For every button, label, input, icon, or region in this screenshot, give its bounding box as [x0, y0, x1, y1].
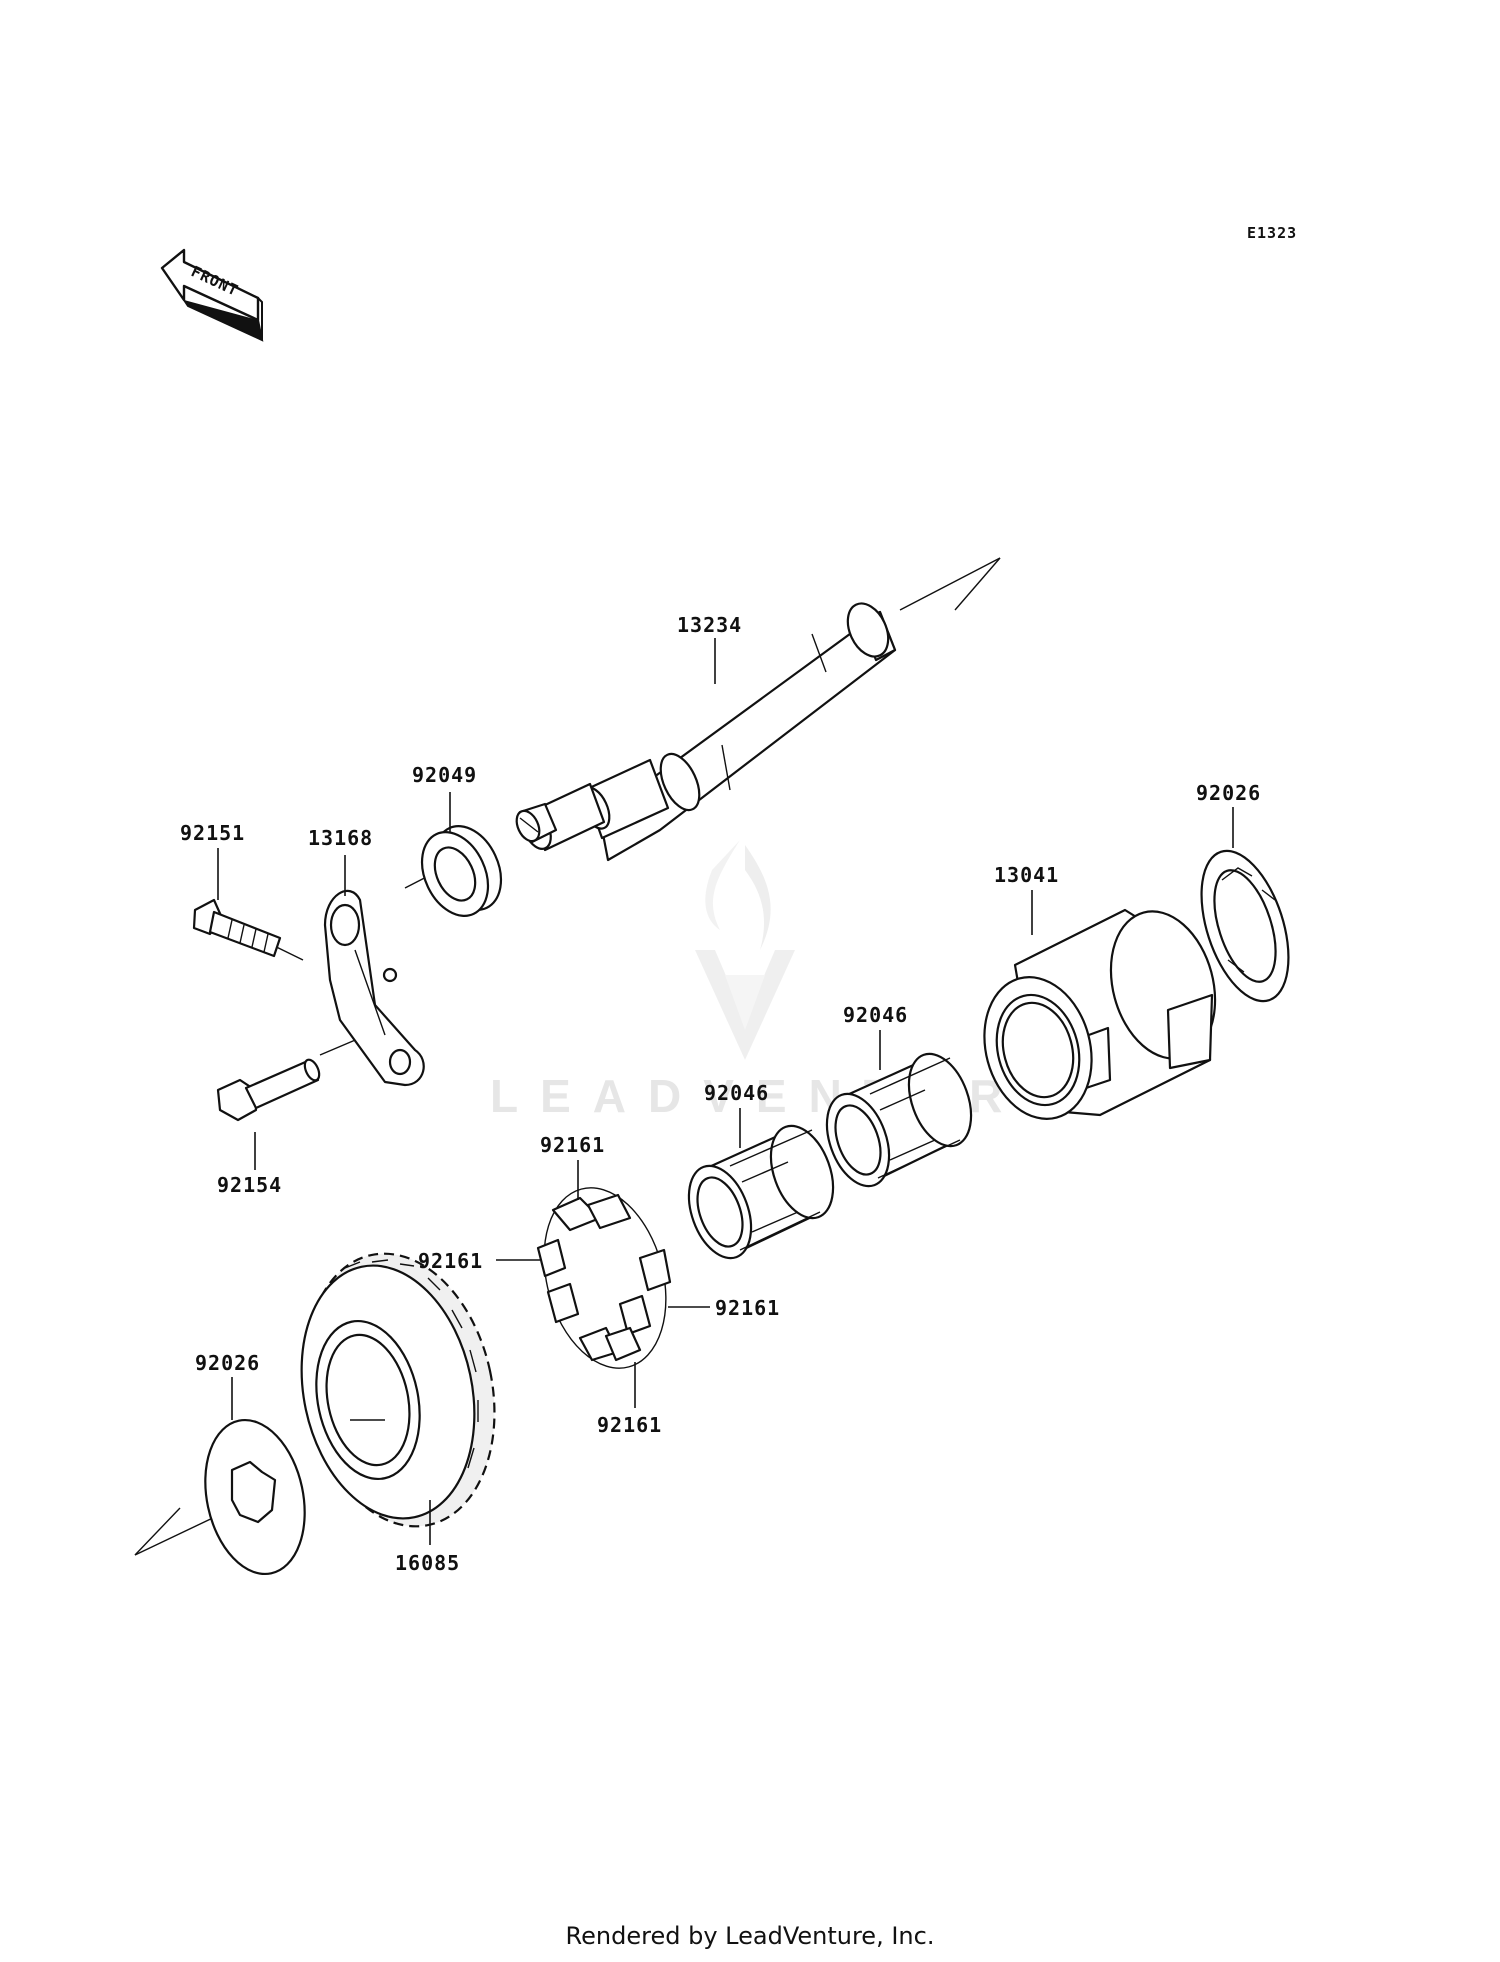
lever-13168	[323, 889, 425, 1087]
label-92046-lower: 92046	[704, 1081, 769, 1105]
label-92026-bottom: 92026	[195, 1351, 260, 1375]
needle-bearing-92046-upper	[825, 1052, 973, 1188]
bolt-92151	[192, 898, 282, 958]
oil-seal-92049	[420, 825, 503, 917]
damper-ring-92161	[536, 1187, 672, 1369]
front-arrow-icon: FRONT	[160, 248, 264, 342]
gear-16085	[300, 1252, 496, 1528]
label-92161-right: 92161	[715, 1296, 780, 1320]
label-92046-upper: 92046	[843, 1003, 908, 1027]
washer-92026-bottom	[204, 1418, 306, 1576]
label-16085: 16085	[395, 1551, 460, 1575]
needle-bearing-92046-lower	[687, 1124, 835, 1260]
diagram-code: E1323	[1247, 224, 1297, 242]
label-92161-left: 92161	[418, 1249, 483, 1273]
label-13041: 13041	[994, 863, 1059, 887]
label-92161-top: 92161	[540, 1133, 605, 1157]
label-92049: 92049	[412, 763, 477, 787]
bolt-92154	[216, 1058, 321, 1122]
washer-92026-top	[1200, 849, 1290, 1003]
label-92154: 92154	[217, 1173, 282, 1197]
label-92161-bottom: 92161	[597, 1413, 662, 1437]
axis-guide-lines	[134, 557, 1001, 1556]
shaft-13234	[515, 602, 897, 862]
label-92151: 92151	[180, 821, 245, 845]
watermark-text: LEADVENTURE	[490, 1070, 1077, 1122]
hub-13041	[983, 908, 1217, 1120]
label-13234: 13234	[677, 613, 742, 637]
watermark-logo	[695, 840, 795, 1060]
leader-lines	[217, 638, 1234, 1545]
footer-credit: Rendered by LeadVenture, Inc.	[566, 1922, 935, 1950]
label-13168: 13168	[308, 826, 373, 850]
label-92026-top: 92026	[1196, 781, 1261, 805]
